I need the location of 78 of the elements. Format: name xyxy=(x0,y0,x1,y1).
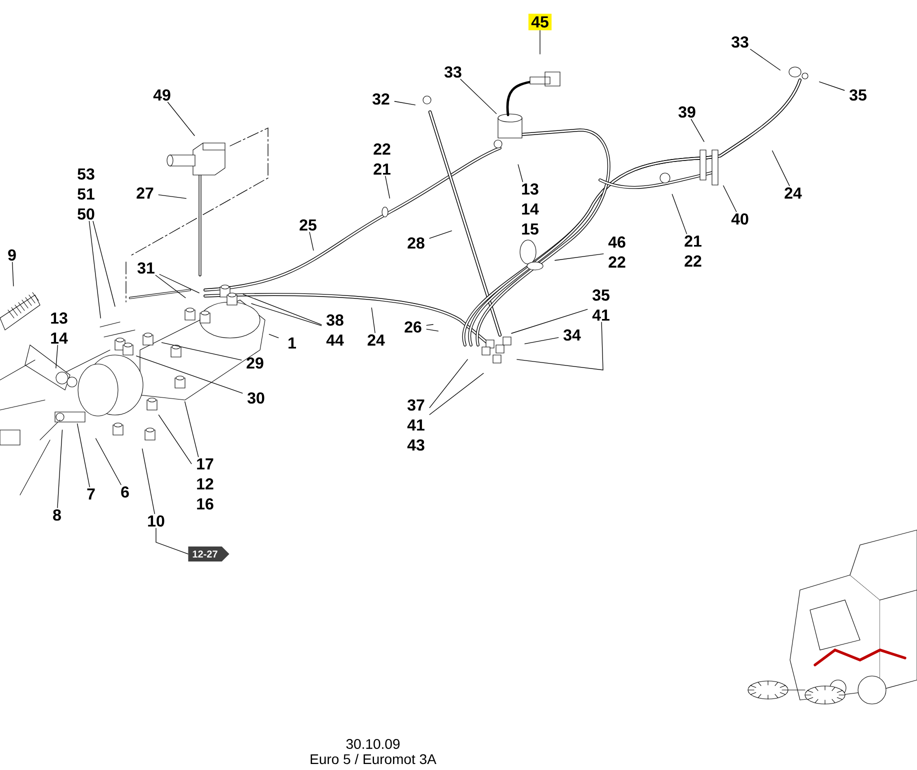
leader-line xyxy=(158,194,186,199)
leader-line xyxy=(268,334,279,338)
leader-line xyxy=(819,82,845,91)
callout-number: 13 14 xyxy=(51,312,68,344)
leader-line xyxy=(12,262,14,286)
leader-line xyxy=(309,232,314,251)
callout-number: 24 xyxy=(368,334,385,346)
callout-number: 28 xyxy=(408,237,424,249)
callout-number: 40 xyxy=(731,213,748,225)
callout-number: 35 41 xyxy=(592,289,610,321)
leader-line xyxy=(518,164,524,182)
leader-line xyxy=(92,220,116,307)
footer-text: 30.10.09 xyxy=(346,739,400,749)
callout-number: 37 41 43 xyxy=(407,399,424,451)
leader-line xyxy=(429,372,484,415)
leader-line xyxy=(242,294,322,326)
callout-number: 22 21 xyxy=(374,143,390,175)
leader-line xyxy=(690,118,704,142)
callout-number: 46 22 xyxy=(608,236,626,268)
leader-line xyxy=(95,438,122,486)
leader-line xyxy=(56,344,58,368)
callout-number: 33 xyxy=(731,36,748,48)
callout-number: 21 22 xyxy=(684,235,702,267)
callout-number: 53 51 50 xyxy=(78,168,94,220)
callout-number: 30 xyxy=(247,392,264,404)
leader-line xyxy=(554,254,604,261)
leader-line xyxy=(426,328,438,332)
callout-number: 13 14 15 xyxy=(522,183,539,235)
leader-line xyxy=(184,401,199,458)
callout-number: 26 xyxy=(404,321,422,333)
callout-number: 39 xyxy=(678,106,696,118)
callout-number: 33 xyxy=(444,66,462,78)
leader-line xyxy=(750,48,780,70)
callout-number: 38 44 xyxy=(326,314,344,346)
callout-number: 8 xyxy=(53,509,61,521)
leader-line xyxy=(524,337,559,344)
callout-number: 49 xyxy=(153,89,170,101)
leader-line xyxy=(394,101,416,106)
leader-line xyxy=(136,356,243,394)
leader-line xyxy=(516,322,604,370)
callout-number: 32 xyxy=(372,93,390,105)
callout-number: 10 xyxy=(148,515,164,527)
leader-line xyxy=(167,102,195,136)
footer-text: Euro 5 / Euromot 3A xyxy=(310,754,436,764)
leader-line xyxy=(158,414,192,464)
callout-number: 6 xyxy=(121,486,129,498)
leader-line xyxy=(426,324,434,326)
leader-line xyxy=(155,274,186,298)
connector-line xyxy=(156,528,188,554)
leader-line xyxy=(511,308,588,334)
callout-number: 29 xyxy=(246,357,264,369)
callout-number: 45 xyxy=(528,14,552,30)
callout-number: 24 xyxy=(784,187,802,199)
leader-line xyxy=(429,230,452,239)
callout-number: 31 xyxy=(137,262,154,274)
callout-number: 1 xyxy=(288,338,296,348)
leader-line xyxy=(371,308,376,334)
leader-line xyxy=(142,448,155,514)
callout-number: 25 xyxy=(300,219,316,231)
callout-number: 27 xyxy=(136,187,154,199)
callout-number: 7 xyxy=(87,488,95,500)
leader-line xyxy=(672,194,688,234)
leader-line xyxy=(385,176,390,199)
leader-line xyxy=(772,150,790,186)
callout-number: 34 xyxy=(563,329,581,341)
leader-line xyxy=(460,78,497,114)
callout-number: 17 12 16 xyxy=(197,458,214,510)
leader-line xyxy=(251,303,322,326)
leader-line xyxy=(723,185,737,212)
reference-tag: 12-27 xyxy=(188,546,230,562)
leader-line xyxy=(57,430,63,508)
leader-line xyxy=(76,423,90,488)
callout-number: 9 xyxy=(8,249,16,261)
leader-line xyxy=(88,220,101,318)
callout-number: 35 xyxy=(849,89,866,101)
leader-line xyxy=(429,359,468,408)
leader-line xyxy=(159,274,200,294)
leader-line xyxy=(161,342,242,360)
